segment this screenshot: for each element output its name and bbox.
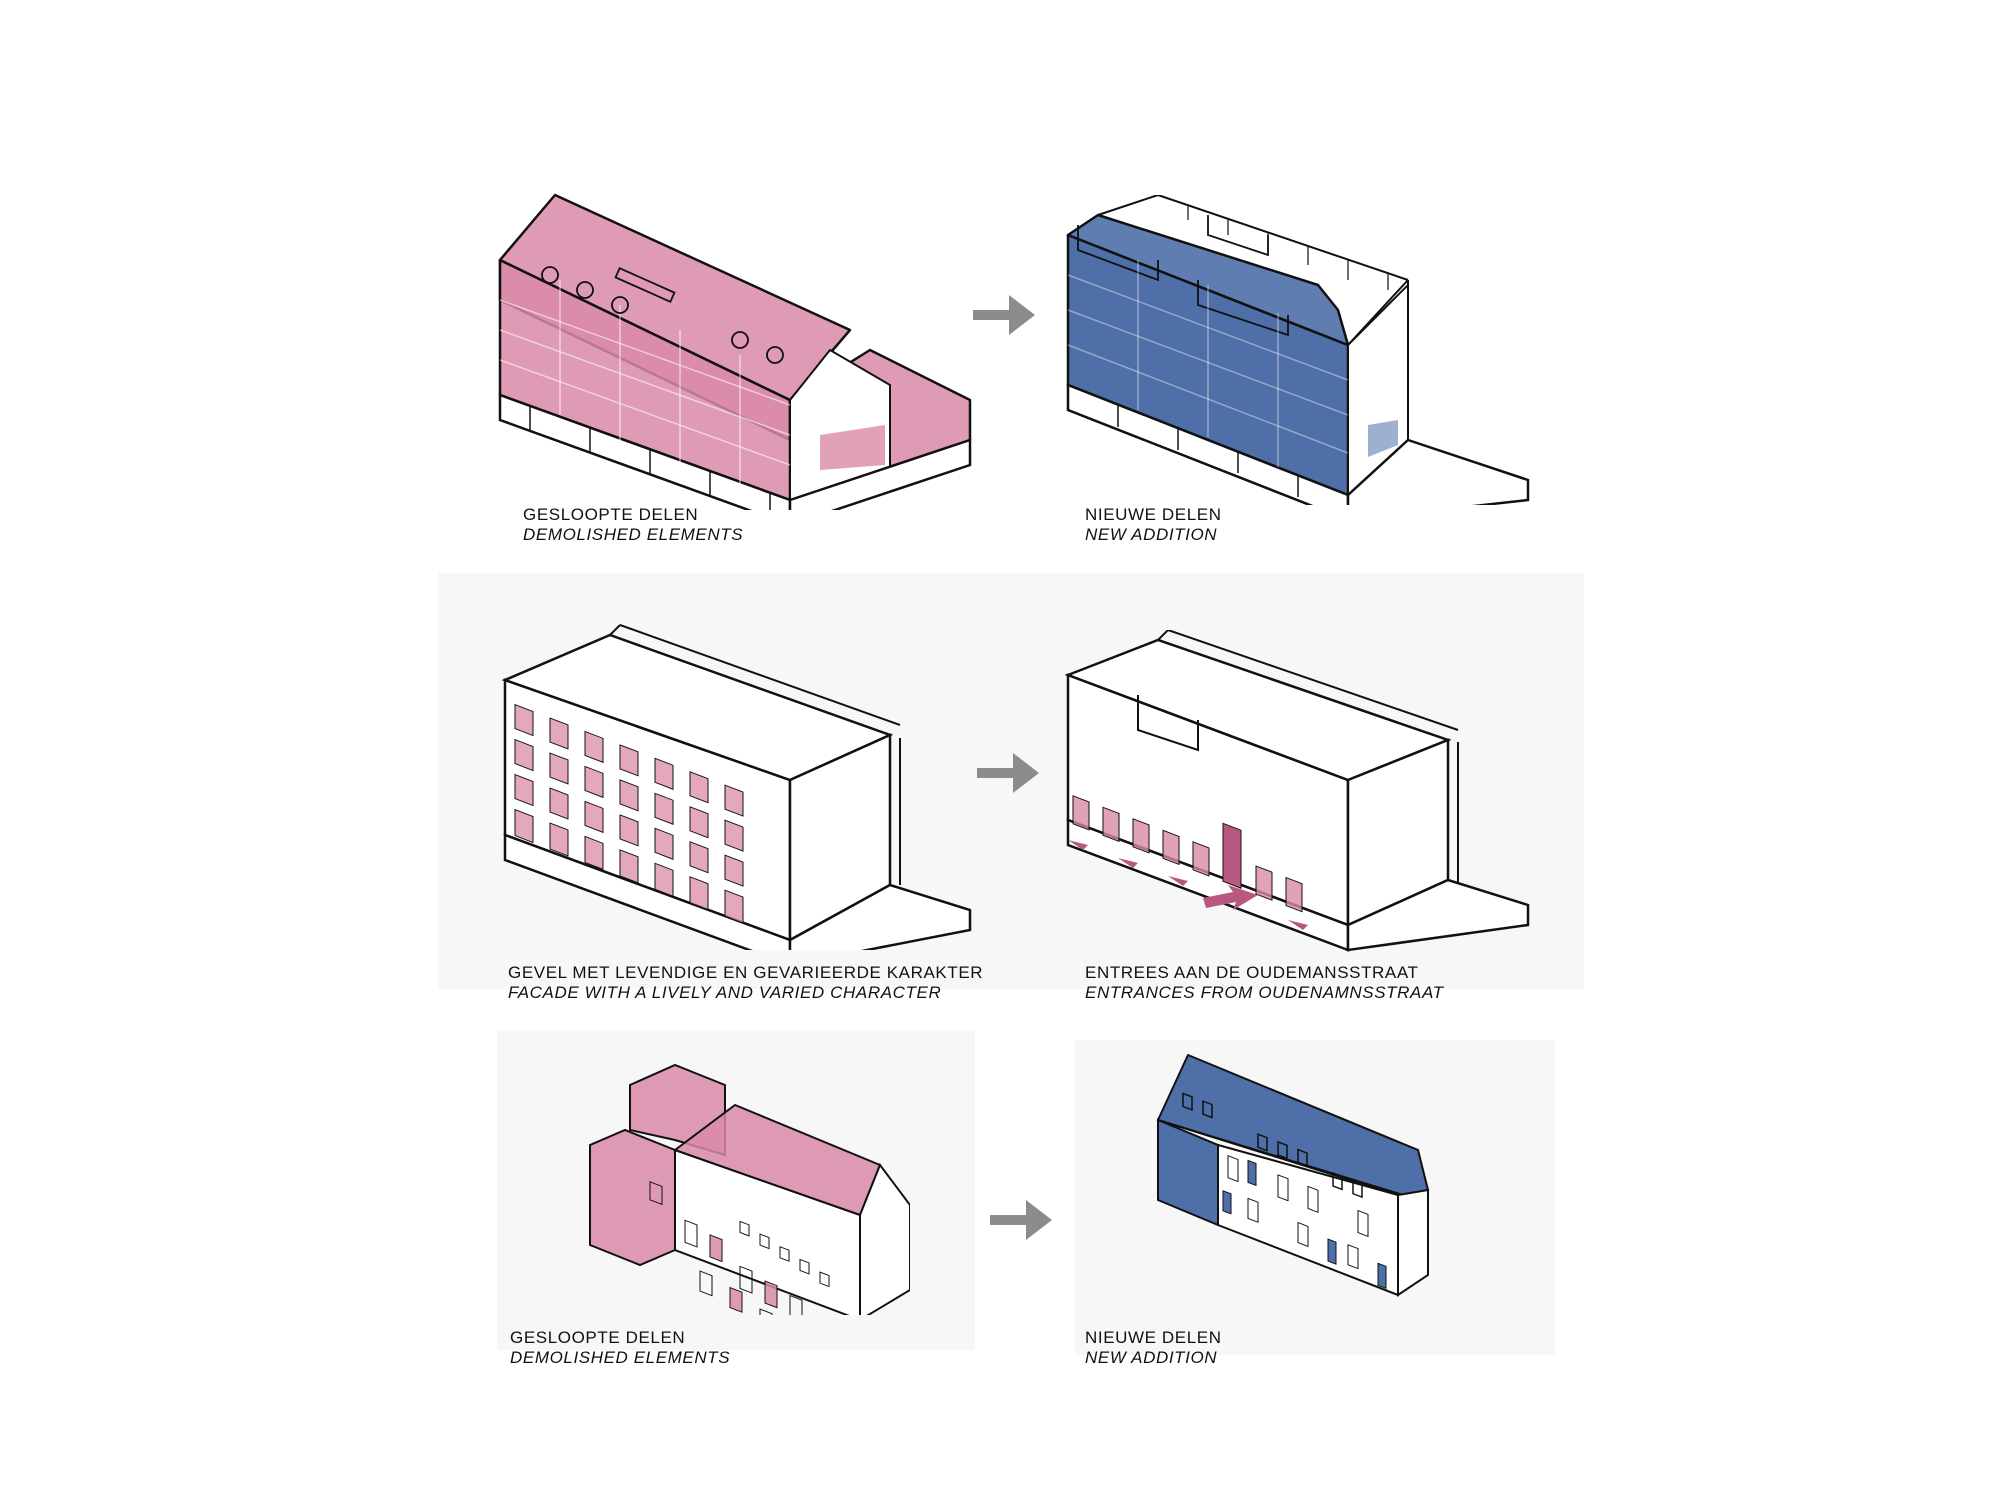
- caption-new-addition-top: NIEUWE DELEN NEW ADDITION: [1085, 505, 1222, 545]
- right-arrow-icon: [977, 753, 1039, 793]
- caption-english: DEMOLISHED ELEMENTS: [510, 1348, 731, 1367]
- demolished-townhouse-drawing: [589, 1063, 910, 1315]
- caption-entrances: ENTREES AAN DE OUDEMANSSTRAAT ENTRANCES …: [1085, 963, 1444, 1003]
- caption-demolished-bottom: GESLOOPTE DELEN DEMOLISHED ELEMENTS: [510, 1328, 730, 1368]
- caption-new-addition-bottom: NIEUWE DELEN NEW ADDITION: [1085, 1328, 1222, 1368]
- caption-dutch: NIEUWE DELEN: [1085, 1328, 1222, 1347]
- caption-dutch: ENTREES AAN DE OUDEMANSSTRAAT: [1085, 963, 1419, 982]
- new-townhouse-drawing: [1156, 1053, 1430, 1297]
- caption-english: FACADE WITH A LIVELY AND VARIED CHARACTE…: [508, 983, 942, 1002]
- entrances-building-drawing: [1064, 630, 1530, 952]
- caption-english: NEW ADDITION: [1085, 1348, 1218, 1367]
- lively-facade-building-drawing: [501, 624, 972, 950]
- new-addition-building-drawing: [1066, 195, 1530, 505]
- caption-english: NEW ADDITION: [1085, 525, 1218, 544]
- caption-english: ENTRANCES FROM OUDENAMNSSTRAAT: [1085, 983, 1444, 1002]
- caption-lively-facade: GEVEL MET LEVENDIGE EN GEVARIEERDE KARAK…: [508, 963, 983, 1003]
- caption-english: DEMOLISHED ELEMENTS: [523, 525, 744, 544]
- caption-dutch: GEVEL MET LEVENDIGE EN GEVARIEERDE KARAK…: [508, 963, 984, 982]
- right-arrow-icon: [990, 1200, 1052, 1240]
- caption-demolished-top: GESLOOPTE DELEN DEMOLISHED ELEMENTS: [523, 505, 743, 545]
- caption-dutch: NIEUWE DELEN: [1085, 505, 1222, 524]
- demolished-roof-volume: [498, 193, 972, 502]
- caption-dutch: GESLOOPTE DELEN: [523, 505, 699, 524]
- demolished-building-drawing: [498, 193, 972, 510]
- right-arrow-icon: [973, 295, 1035, 335]
- caption-dutch: GESLOOPTE DELEN: [510, 1328, 686, 1347]
